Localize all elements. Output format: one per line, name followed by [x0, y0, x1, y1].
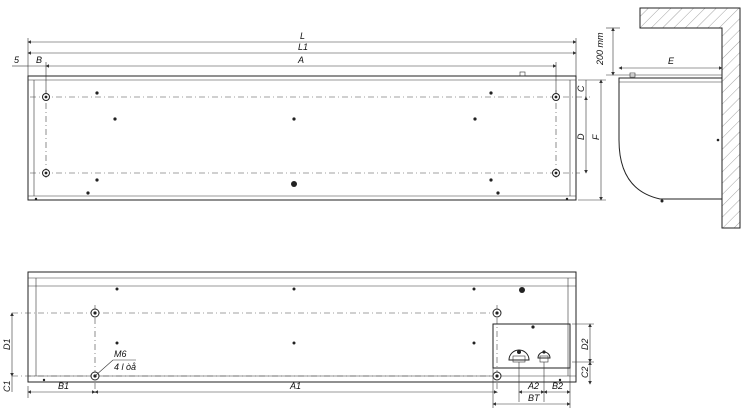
label-b1: B1: [58, 381, 69, 391]
label-b2: B2: [552, 381, 563, 391]
label-a1: A1: [289, 381, 301, 391]
label-d1: D1: [2, 338, 12, 350]
label-5: 5: [14, 55, 20, 65]
top-view: L L1 A B 5: [12, 31, 606, 201]
label-c1-left: C1: [2, 380, 12, 392]
unit-profile: [618, 77, 723, 200]
label-l1: L1: [298, 42, 308, 52]
label-a2: A2: [527, 381, 539, 391]
label-c2: C2: [580, 366, 590, 378]
label-c: C: [576, 85, 586, 92]
wall-section: [639, 7, 741, 229]
side-view: 200 mm E: [595, 7, 741, 229]
top-view-body: [27, 75, 577, 201]
label-l: L: [300, 31, 305, 41]
bottom-view: D1 C1 B1 A1 M6 4 l òå A2 B2 BT D2 C2: [2, 271, 594, 408]
label-m6: M6: [114, 349, 127, 359]
label-d: D: [576, 133, 586, 140]
label-f: F: [591, 134, 601, 140]
label-a: A: [297, 55, 304, 65]
label-200mm: 200 mm: [595, 32, 605, 66]
label-bt: BT: [528, 393, 541, 403]
label-m6-sub: 4 l òå: [114, 362, 136, 372]
connection-box: [492, 323, 571, 369]
label-d2: D2: [580, 338, 590, 350]
cable-entry-large: [508, 349, 530, 361]
bottom-view-body: [27, 271, 577, 383]
label-e: E: [668, 56, 675, 66]
label-b: B: [36, 55, 42, 65]
